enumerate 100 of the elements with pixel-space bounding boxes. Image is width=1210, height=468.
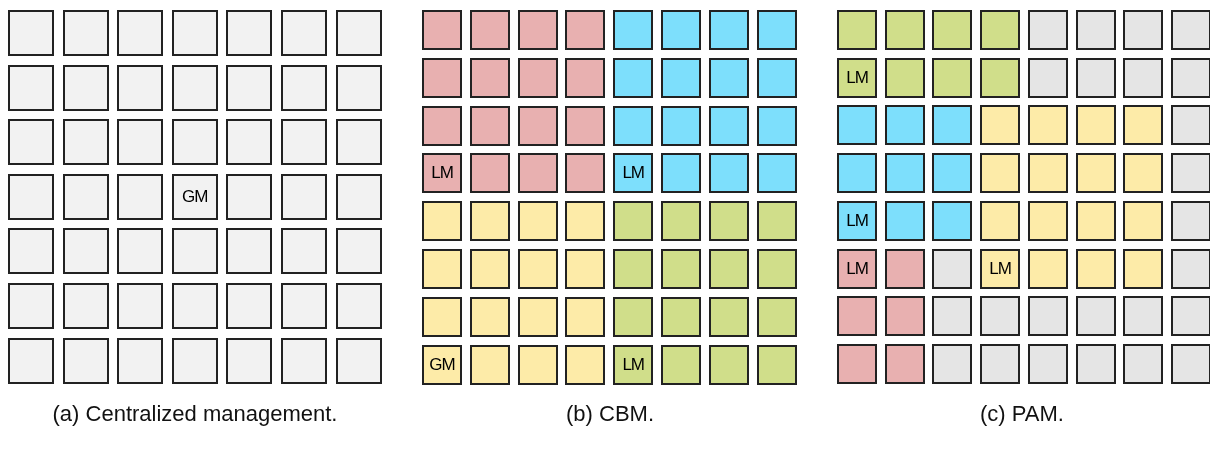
grid-square (1075, 343, 1116, 384)
grid-square (661, 296, 701, 337)
grid-square (837, 343, 877, 384)
grid-square (422, 57, 462, 98)
manager-label: GM (429, 354, 455, 375)
grid-square (1123, 105, 1164, 146)
grid-square (613, 10, 654, 50)
manager-cell (613, 153, 654, 194)
grid-square (422, 105, 462, 146)
grid-square (884, 105, 925, 146)
grid-square (226, 64, 273, 111)
grid-square (469, 10, 510, 50)
grid-square (932, 343, 973, 384)
grid-square (517, 10, 558, 50)
grid-square (613, 105, 654, 146)
grid-square (335, 10, 382, 56)
grid-square (335, 283, 382, 329)
grid-square (756, 153, 797, 194)
grid-square (565, 10, 606, 50)
grid-square (281, 64, 327, 111)
grid-square (613, 201, 654, 242)
panel-caption: (a) Centralized management. (51, 400, 339, 428)
grid-square (117, 64, 164, 111)
grid-square (117, 119, 164, 166)
grid-square (1170, 248, 1210, 289)
grid-square (613, 57, 654, 98)
grid-square (226, 228, 273, 275)
grid-square (980, 105, 1021, 146)
grid-square (1075, 57, 1116, 98)
grid-square (1027, 248, 1068, 289)
manager-label: LM (622, 163, 644, 184)
grid-square (756, 10, 797, 50)
grid-square (661, 344, 701, 385)
grid-square (469, 249, 510, 289)
grid-square (335, 337, 382, 384)
grid-square (837, 153, 877, 194)
grid-square (281, 337, 327, 384)
manager-label: LM (846, 258, 868, 279)
grid-square (980, 10, 1021, 50)
manager-label: LM (431, 163, 453, 184)
grid-square (8, 10, 54, 56)
grid-square (171, 64, 218, 111)
grid-square (932, 200, 973, 241)
grid-square (1027, 200, 1068, 241)
grid-square (171, 337, 218, 384)
grid-square (756, 296, 797, 337)
manager-cell (422, 344, 462, 385)
grid-square (117, 228, 164, 275)
grid-square (469, 153, 510, 194)
grid-square (884, 343, 925, 384)
grid-square (8, 64, 54, 111)
grid-square (281, 119, 327, 166)
grid-square (171, 228, 218, 275)
grid-square (226, 10, 273, 56)
grid-square (62, 10, 109, 56)
grid-square (422, 296, 462, 337)
grid-square (980, 153, 1021, 194)
grid-square (335, 173, 382, 220)
grid-square (837, 296, 877, 337)
grid-square (980, 57, 1021, 98)
grid-square (756, 105, 797, 146)
grid-square (335, 228, 382, 275)
manager-cell (171, 173, 218, 220)
grid-square (756, 344, 797, 385)
grid-square (1027, 10, 1068, 50)
grid-square (708, 201, 749, 242)
grid-square (62, 173, 109, 220)
grid-square (1170, 153, 1210, 194)
grid-square (281, 173, 327, 220)
grid-square (517, 344, 558, 385)
grid-square (565, 153, 606, 194)
grid-square (565, 201, 606, 242)
grid-square (708, 153, 749, 194)
manager-cell (837, 248, 877, 289)
grid-square (1123, 10, 1164, 50)
grid-square (565, 344, 606, 385)
grid-square (661, 10, 701, 50)
grid-square (1123, 57, 1164, 98)
grid-square (1123, 200, 1164, 241)
manager-cell (980, 248, 1021, 289)
grid-square (708, 105, 749, 146)
grid-square (335, 64, 382, 111)
grid-square (469, 344, 510, 385)
grid-square (756, 57, 797, 98)
manager-label: LM (989, 258, 1011, 279)
grid-square (565, 57, 606, 98)
manager-label: LM (622, 354, 644, 375)
grid-square (62, 228, 109, 275)
grid-square (517, 105, 558, 146)
grid-square (661, 105, 701, 146)
grid-square (1170, 343, 1210, 384)
grid-square (117, 283, 164, 329)
grid-square (1170, 10, 1210, 50)
grid-square (932, 153, 973, 194)
grid-square (422, 10, 462, 50)
manager-label: LM (846, 67, 868, 88)
grid-square (517, 249, 558, 289)
manager-label: GM (182, 186, 208, 207)
grid-square (1075, 105, 1116, 146)
grid-square (1170, 296, 1210, 337)
